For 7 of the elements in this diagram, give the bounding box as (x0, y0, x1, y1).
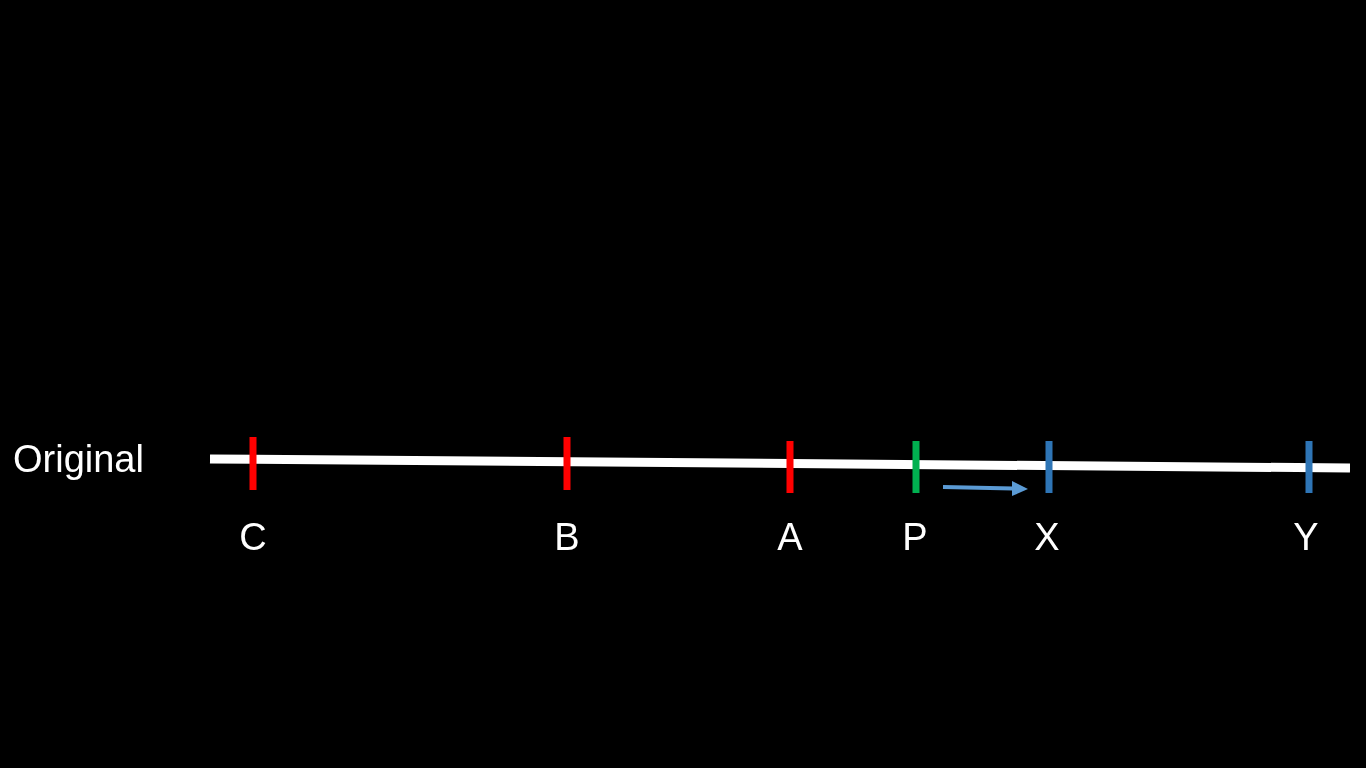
point-label: P (902, 518, 928, 556)
line-title: Original (13, 440, 144, 478)
point-label: Y (1293, 518, 1319, 556)
point-label: A (777, 518, 803, 556)
point-label: X (1034, 518, 1060, 556)
point-label: C (239, 518, 267, 556)
point-label: B (554, 518, 580, 556)
